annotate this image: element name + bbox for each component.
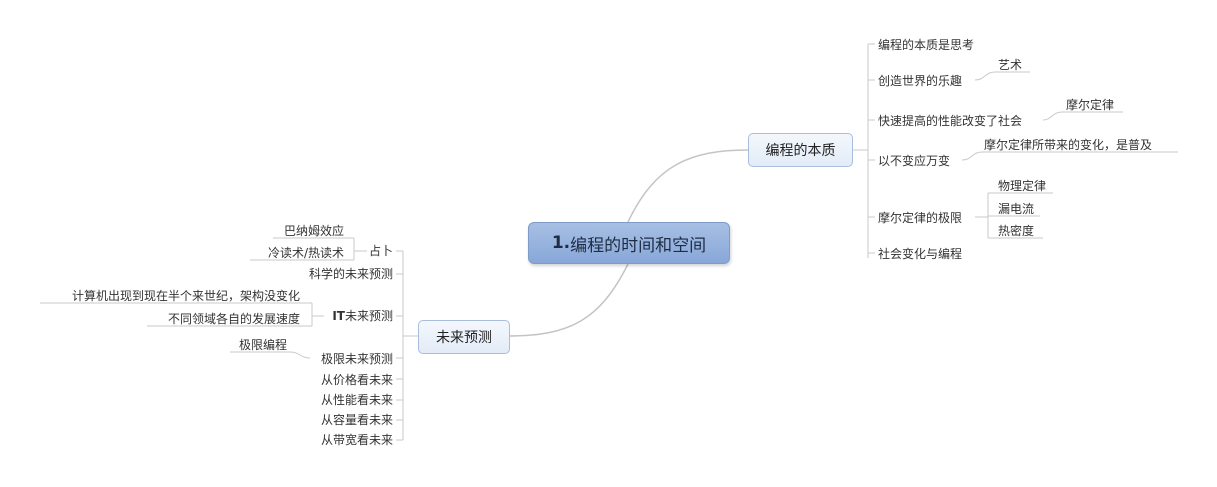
nature-child-3[interactable]: 快速提高的性能改变了社会 (878, 114, 1023, 128)
future-child-1[interactable]: 占卜 (368, 244, 393, 258)
nature-child-2-sub[interactable]: 艺术 (998, 58, 1023, 72)
future-child-6[interactable]: 从性能看未来 (320, 393, 393, 407)
nature-child-5-sub-1[interactable]: 物理定律 (998, 179, 1047, 193)
nature-child-1[interactable]: 编程的本质是思考 (878, 38, 975, 52)
future-child-3-text: 未来预测 (344, 309, 393, 323)
nature-child-4-sub[interactable]: 摩尔定律所带来的变化，是普及 (984, 138, 1153, 152)
future-child-1-sub-1[interactable]: 巴纳姆效应 (283, 224, 344, 238)
nature-child-5-sub-3[interactable]: 热密度 (998, 224, 1035, 238)
future-child-3-sub-2[interactable]: 不同领域各自的发展速度 (167, 312, 300, 326)
nature-child-6[interactable]: 社会变化与编程 (878, 247, 963, 261)
spine-future (402, 251, 418, 440)
link-root-future (507, 263, 629, 337)
future-child-3-prefix: IT (332, 309, 345, 323)
nature-child-3-sub[interactable]: 摩尔定律 (1066, 98, 1115, 112)
future-child-3[interactable]: IT未来预测 (332, 308, 393, 324)
branch-nature-label: 编程的本质 (765, 143, 836, 159)
future-child-8[interactable]: 从带宽看未来 (320, 433, 393, 447)
future-child-2[interactable]: 科学的未来预测 (308, 267, 393, 281)
branch-future-label: 未来预测 (436, 330, 492, 346)
nature-child-5-sub-2[interactable]: 漏电流 (998, 202, 1035, 216)
future-child-7[interactable]: 从容量看未来 (320, 413, 393, 427)
future-child-3-sub-1[interactable]: 计算机出现到现在半个来世纪，架构没变化 (71, 289, 300, 303)
root-node[interactable]: 1.编程的时间和空间 (528, 222, 730, 264)
root-title: 编程的时间和空间 (570, 235, 707, 256)
future-child-4[interactable]: 极限未来预测 (320, 352, 393, 366)
nature-child-4[interactable]: 以不变应万变 (878, 154, 951, 168)
future-child-5[interactable]: 从价格看未来 (320, 373, 393, 387)
branch-nature-node[interactable]: 编程的本质 (748, 133, 853, 167)
root-prefix: 1. (551, 233, 571, 253)
nature-child-5[interactable]: 摩尔定律的极限 (878, 211, 963, 225)
spine-nature (853, 44, 869, 258)
branch-future-node[interactable]: 未来预测 (418, 320, 510, 354)
link-root-nature (627, 149, 749, 223)
future-child-4-sub[interactable]: 极限编程 (238, 338, 287, 352)
future-child-1-sub-2[interactable]: 冷读术/热读术 (267, 246, 344, 260)
nature-child-2[interactable]: 创造世界的乐趣 (878, 74, 963, 88)
